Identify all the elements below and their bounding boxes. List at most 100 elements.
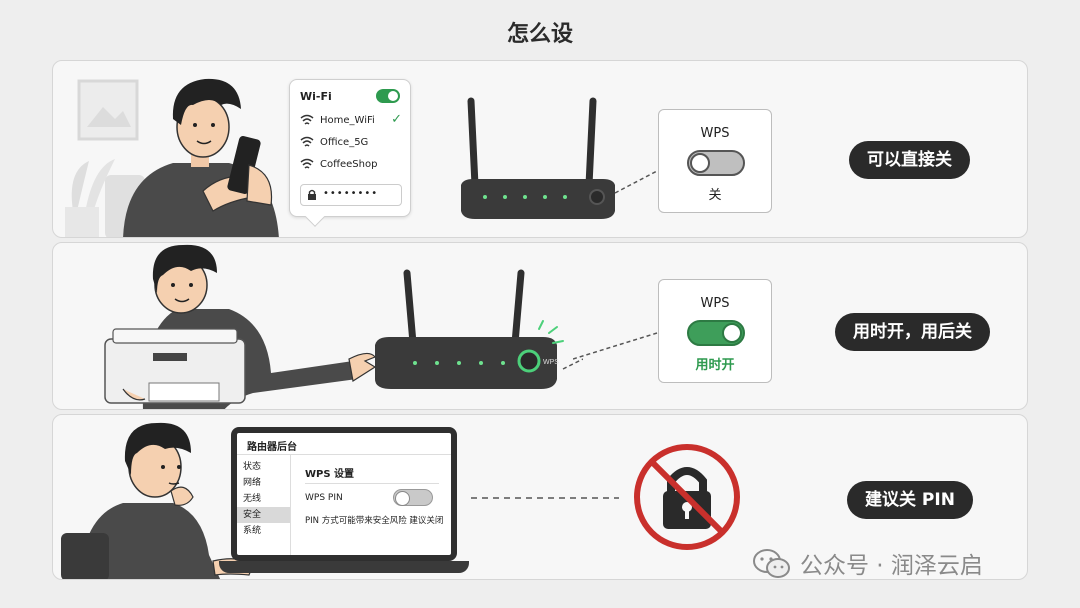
router-antenna [585,97,597,189]
wps-button-glowing [517,349,541,373]
router-antenna [511,269,525,347]
router-led [501,361,505,365]
plant-leaf [71,161,89,211]
network-name: CoffeeShop [320,159,378,170]
person-with-phone-illustration [65,78,279,237]
advice-pill: 可以直接关 [849,141,970,179]
wps-state: 关 [708,188,722,203]
eye [177,465,181,469]
wifi-icon [300,158,314,169]
wps-status-card: WPS 用时开 [658,279,772,383]
router-led [503,195,507,199]
hand-on-printer [122,388,146,401]
hand-holding-phone [246,164,273,206]
router-led [413,361,417,365]
eye [193,123,197,127]
wps-switch-off[interactable] [687,150,745,176]
connector-line [573,332,658,360]
row-direct-off: Wi-Fi Home_WiFi ✓ Office_5G CoffeeShop •… [52,60,1028,238]
sidebar-item-wireless[interactable]: 无线 [243,494,262,504]
wps-switch-on[interactable] [687,320,745,346]
eye [189,283,193,287]
sidebar-item-status[interactable]: 状态 [243,462,262,472]
wps-state: 用时开 [695,358,735,373]
router-led [479,361,483,365]
divider [305,483,439,484]
admin-title: 路由器后台 [247,442,297,453]
chair [61,533,109,579]
router-led [457,361,461,365]
router-antenna [403,269,417,347]
hair [172,78,241,125]
wps-pin-toggle[interactable] [393,489,433,506]
smile [196,140,212,145]
eye [171,283,175,287]
wps-status-card: WPS 关 [658,109,772,213]
eye [211,123,215,127]
password-field[interactable]: •••••••• [300,184,402,206]
wps-pin-label: WPS PIN [305,493,343,503]
wifi-list-popup: Wi-Fi Home_WiFi ✓ Office_5G CoffeeShop •… [289,79,411,227]
advice-pill: 建议关 PIN [847,481,973,519]
wps-label: WPS [700,126,730,141]
risk-note: PIN 方式可能带来安全风险 建议关闭 [305,516,444,526]
wps-button [589,189,605,205]
popup-tail [305,207,325,227]
router-antenna [467,97,479,189]
wechat-icon [753,549,790,578]
router-body [375,337,557,389]
connector-line [614,170,658,194]
lock-icon [308,189,316,200]
network-item[interactable]: CoffeeShop [290,154,410,176]
hand-on-chin [170,486,194,506]
hair [152,244,217,293]
network-item[interactable]: Home_WiFi ✓ [290,110,410,132]
network-name: Office_5G [320,137,369,148]
sidebar-item-network[interactable]: 网络 [243,478,262,488]
person-with-printer-illustration [104,244,377,409]
router-illustration [461,97,658,219]
mouth [168,482,180,485]
hair [124,422,191,475]
page-title: 怎么设 [506,22,573,47]
phone [227,136,261,194]
row-disable-pin: 路由器后台 状态 网络 无线 安全 系统 WPS 设置 WPS PIN PIN … [52,414,1028,580]
sidebar-item-system[interactable]: 系统 [243,526,262,536]
printer-paper [148,382,220,402]
router-led [563,195,567,199]
printer-panel [153,353,187,361]
picture-mountains [87,107,131,127]
check-icon: ✓ [391,112,402,127]
laptop-screen: 路由器后台 状态 网络 无线 安全 系统 WPS 设置 WPS PIN PIN … [231,427,457,561]
router-led [435,361,439,365]
person-at-laptop-illustration [61,422,253,579]
sweater [79,503,221,579]
connector-line [471,497,619,499]
plant-pot [65,207,99,237]
router-led [483,195,487,199]
printer-top [112,328,238,344]
router-led [543,195,547,199]
wifi-icon [300,136,314,147]
wifi-icon [300,114,314,125]
watermark-text: 公众号 · 润泽云启 [800,553,983,579]
wifi-toggle[interactable] [376,89,400,103]
glow-rays [538,320,564,344]
laptop-base [219,561,469,573]
password-value: •••••••• [323,188,379,199]
plant-leaf [85,159,115,213]
router-wps-tag: WPS [543,359,559,366]
no-lock-icon [634,444,740,550]
pointing-hand [348,352,377,382]
router-illustration: WPS [375,269,583,389]
sidebar-item-security[interactable]: 安全 [237,507,290,523]
wall-picture [77,79,139,141]
network-item[interactable]: Office_5G [290,132,410,154]
smile [174,298,190,303]
connector-line [562,358,583,370]
wifi-header: Wi-Fi [300,90,332,103]
network-name: Home_WiFi [320,115,375,126]
wps-label: WPS [700,296,730,311]
router-led [523,195,527,199]
router-admin-panel: 路由器后台 状态 网络 无线 安全 系统 WPS 设置 WPS PIN PIN … [237,433,451,555]
